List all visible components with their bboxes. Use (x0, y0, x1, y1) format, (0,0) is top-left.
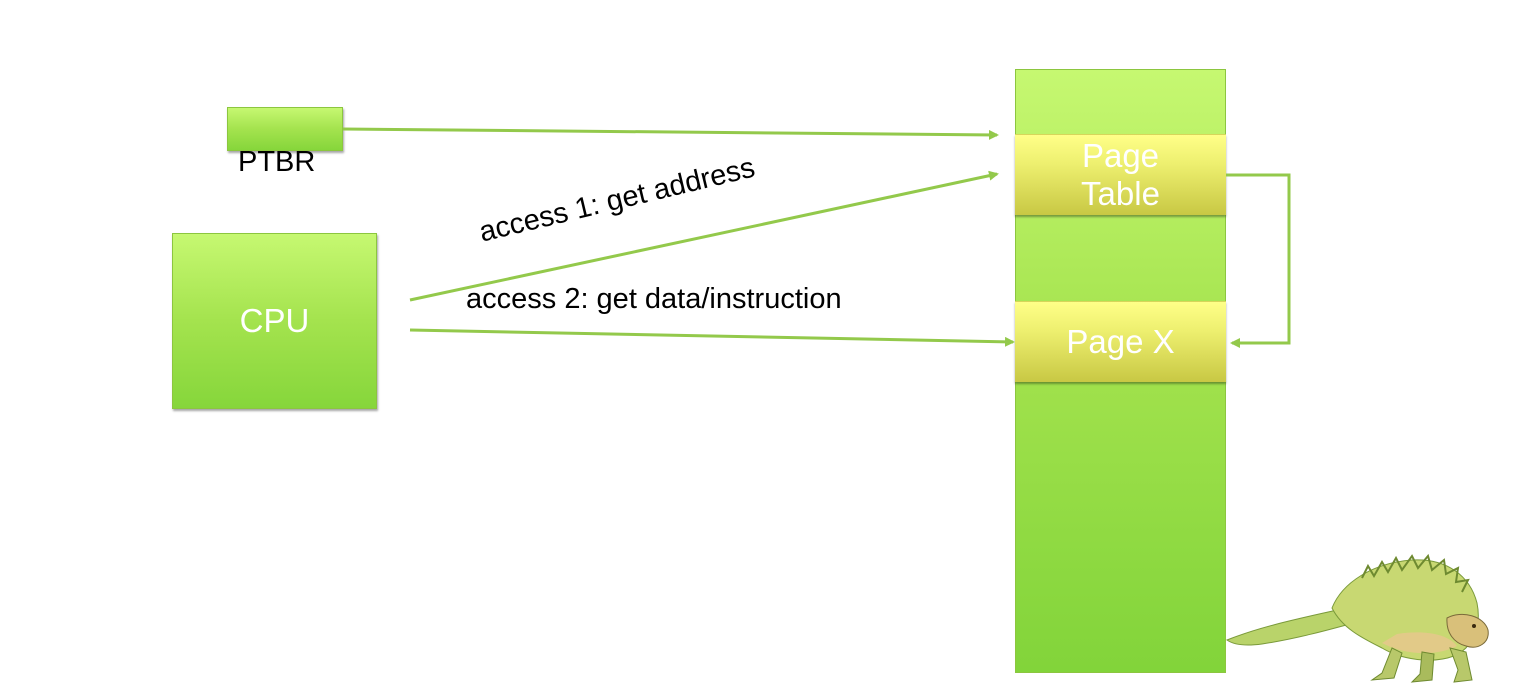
access-2-label: access 2: get data/instruction (466, 283, 842, 315)
ptbr-label: PTBR (238, 146, 316, 178)
page-table-box: Page Table (1015, 134, 1226, 215)
cpu-label: CPU (239, 302, 310, 339)
page-table-label: Page Table (1081, 137, 1160, 212)
cpu-box: CPU (172, 233, 377, 409)
ptbr-register-box (227, 107, 343, 151)
page-x-box: Page X (1015, 301, 1226, 382)
page-x-label: Page X (1066, 323, 1175, 360)
ptbr-to-page-table-arrow (342, 127, 999, 140)
access-1-arrow (409, 170, 999, 302)
page-table-to-page-x-arrow (1226, 173, 1291, 348)
dinosaur-icon (1225, 553, 1489, 683)
access-2-arrow (409, 328, 1015, 347)
